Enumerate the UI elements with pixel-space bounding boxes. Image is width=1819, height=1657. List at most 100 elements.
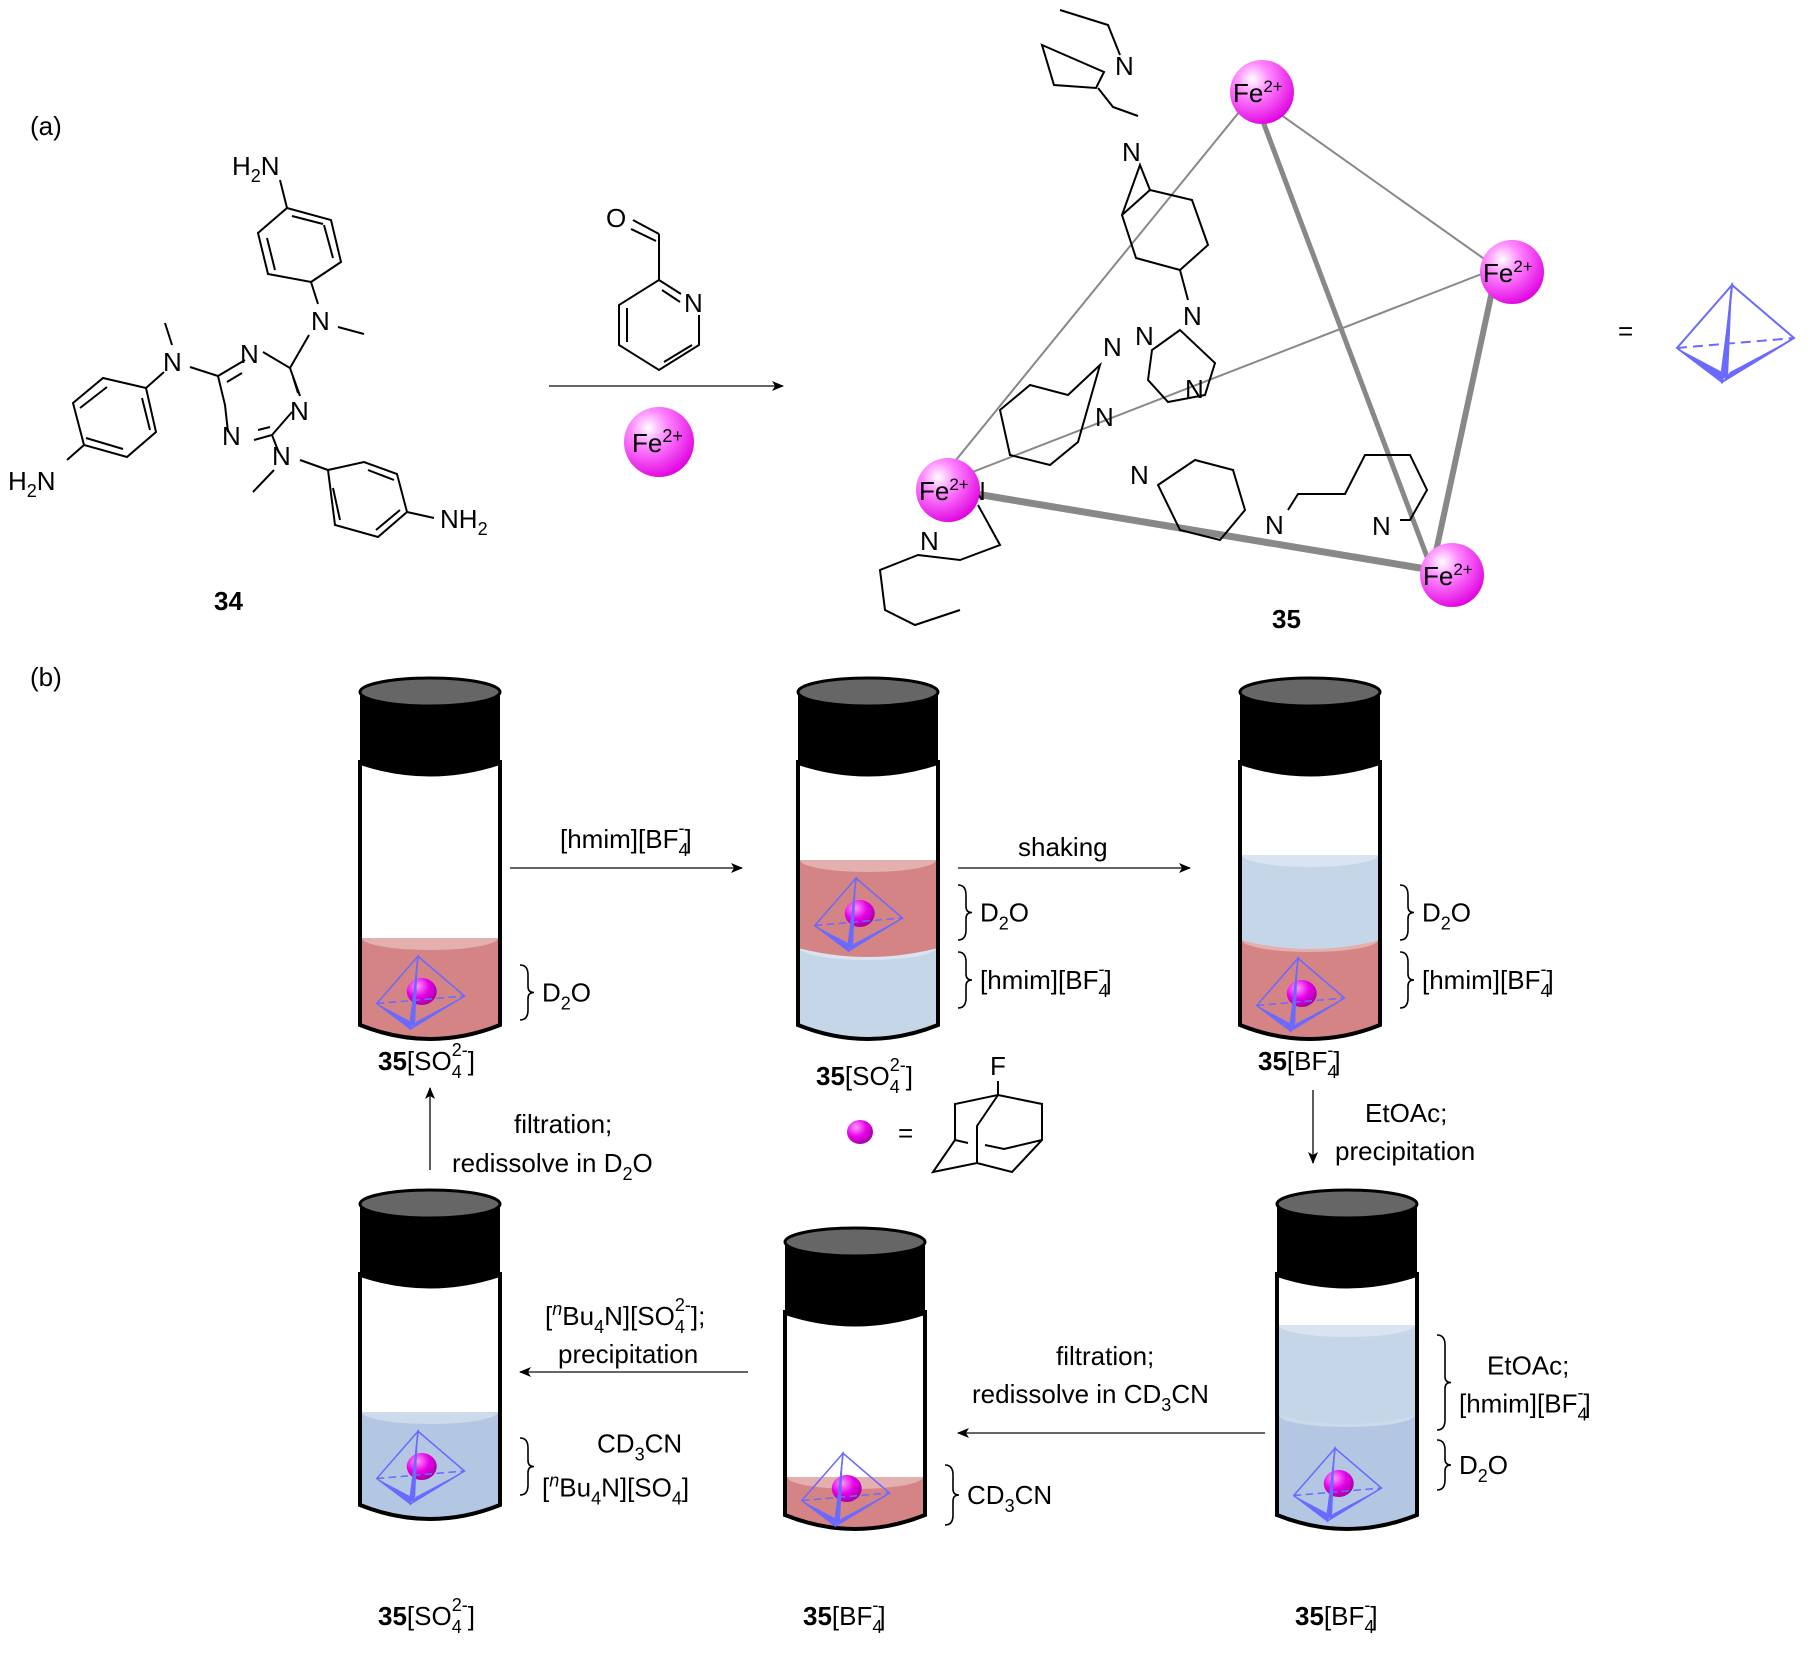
step-5-label-line1: [nBu4N][SO42-]; (545, 1295, 705, 1337)
solution-layer (1277, 1325, 1417, 1424)
vial-4: 35[BF4-] EtOAc;[hmim][BF4-] D2O (1275, 1188, 1591, 1637)
vial-cap (360, 690, 500, 777)
step-6-label-line1: filtration; (514, 1109, 612, 1139)
layer-brace (944, 1464, 960, 1526)
svg-text:N: N (1185, 374, 1204, 404)
triazine-n-3: N (222, 421, 241, 451)
layer-brace (519, 964, 535, 1021)
vial-cap-top (358, 676, 502, 708)
vial-1: 35[SO42-]D2O (358, 676, 591, 1082)
vial-glass (358, 760, 502, 1041)
step-4-label-line2: redissolve in CD3CN (972, 1379, 1209, 1415)
layer-brace (1399, 951, 1415, 1009)
layer-label-line1: EtOAc; (1487, 1351, 1569, 1381)
svg-text:N: N (1122, 137, 1141, 167)
svg-text:N: N (1135, 321, 1154, 351)
vial-label: 35[SO42-] (816, 1055, 913, 1097)
nme-n-bottom: N (272, 441, 291, 471)
layer-label: [hmim][BF4-] (1459, 1383, 1591, 1425)
layer-brace (1399, 884, 1415, 941)
pyridine-n: N (684, 288, 703, 318)
vial-cap-top (1275, 1188, 1419, 1220)
cage-with-guest-icon (1293, 1447, 1383, 1522)
vial-glass (783, 1310, 927, 1531)
layer-label: D2O (980, 898, 1029, 934)
cage-35-label: 35 (1272, 604, 1301, 634)
cage-with-guest-icon (1256, 957, 1346, 1032)
layer-brace (1436, 1439, 1452, 1491)
fluoroadamantane-structure: F (930, 1051, 1043, 1174)
vial-cap (360, 1202, 500, 1289)
legend-equals: = (898, 1118, 913, 1148)
ligand-34-structure: N N N N N N H2N H2N NH2 (8, 151, 488, 539)
svg-text:N: N (1265, 510, 1284, 540)
layer-label-line1: CD3CN (597, 1429, 682, 1465)
vial-cap-top (358, 1188, 502, 1220)
step-1-label: [hmim][BF4-] (560, 818, 692, 860)
svg-text:F: F (990, 1051, 1006, 1081)
layer-label: D2O (1459, 1450, 1508, 1486)
svg-text:Fe2+: Fe2+ (632, 426, 683, 458)
step-2-label: shaking (1018, 832, 1108, 862)
cage-35-structure: N N N N N N N N N N N N (878, 9, 1500, 627)
panel-label-b: (b) (30, 662, 62, 692)
vial-label: 35[BF4-] (1295, 1595, 1378, 1637)
liquid-surface (1279, 1313, 1415, 1337)
layer-label: [hmim][BF4-] (980, 959, 1112, 1001)
layer-label: [hmim][BF4-] (1422, 959, 1554, 1001)
guest-sphere-icon (847, 1120, 873, 1144)
step-3-label-line2: precipitation (1335, 1136, 1475, 1166)
liquid-surface (362, 1400, 498, 1424)
svg-text:N: N (1095, 402, 1114, 432)
vial-2: 35[SO42-] D2O [hmim][BF4-] (796, 676, 1112, 1097)
ligand-34-label: 34 (214, 586, 243, 616)
svg-text:Fe2+: Fe2+ (1423, 560, 1473, 591)
layer-brace (519, 1437, 535, 1496)
layer-label: CD3CN (967, 1480, 1052, 1516)
vial-cap-top (1238, 676, 1382, 708)
svg-text:N: N (1130, 460, 1149, 490)
vial-cap (785, 1240, 925, 1327)
svg-text:N: N (1103, 332, 1122, 362)
vial-glass (1275, 1272, 1419, 1531)
layer-brace (957, 884, 973, 941)
guest-legend: = F (847, 1051, 1043, 1174)
svg-text:N: N (1183, 301, 1202, 331)
layer-brace (957, 951, 973, 1009)
vial-label: 35[BF4-] (1258, 1040, 1341, 1082)
cage-with-guest-icon (376, 955, 466, 1030)
layer-brace (1436, 1334, 1452, 1431)
vial-5: 35[BF4-]CD3CN (783, 1226, 1052, 1637)
amine-left: H2N (8, 466, 56, 501)
panel-label-a: (a) (30, 111, 62, 141)
fe-center-left: Fe2+ (916, 458, 980, 522)
liquid-surface (800, 848, 936, 872)
layer-label: [nBu4N][SO4] (542, 1471, 689, 1509)
vial-label: 35[SO42-] (378, 1040, 475, 1082)
vial-label: 35[SO42-] (378, 1595, 475, 1637)
solution-layer (1277, 1415, 1417, 1529)
liquid-surface (787, 1465, 923, 1489)
amine-top: H2N (232, 151, 280, 186)
triazine-n-2: N (290, 396, 309, 426)
svg-text:N: N (1372, 511, 1391, 541)
nme-n-top: N (311, 306, 330, 336)
tetrahedron-icon (1676, 284, 1795, 383)
layer-label: D2O (1422, 898, 1471, 934)
pyridinecarboxaldehyde-structure: O N (606, 203, 703, 372)
svg-text:Fe2+: Fe2+ (1483, 257, 1533, 288)
fe-center-right: Fe2+ (1480, 240, 1544, 304)
triazine-n-1: N (240, 339, 259, 369)
vial-glass (358, 1272, 502, 1521)
step-6-label-line2: redissolve in D2O (452, 1148, 653, 1184)
nme-n-left: N (163, 347, 182, 377)
vial-cap (798, 690, 938, 777)
liquid-surface (1242, 843, 1378, 867)
vial-3: 35[BF4-] D2O [hmim][BF4-] (1238, 676, 1554, 1082)
vial-glass (1238, 760, 1382, 1041)
vial-cap-top (796, 676, 940, 708)
equals-sign: = (1618, 316, 1633, 346)
svg-text:Fe2+: Fe2+ (1233, 77, 1283, 108)
solution-layer (785, 1477, 925, 1529)
